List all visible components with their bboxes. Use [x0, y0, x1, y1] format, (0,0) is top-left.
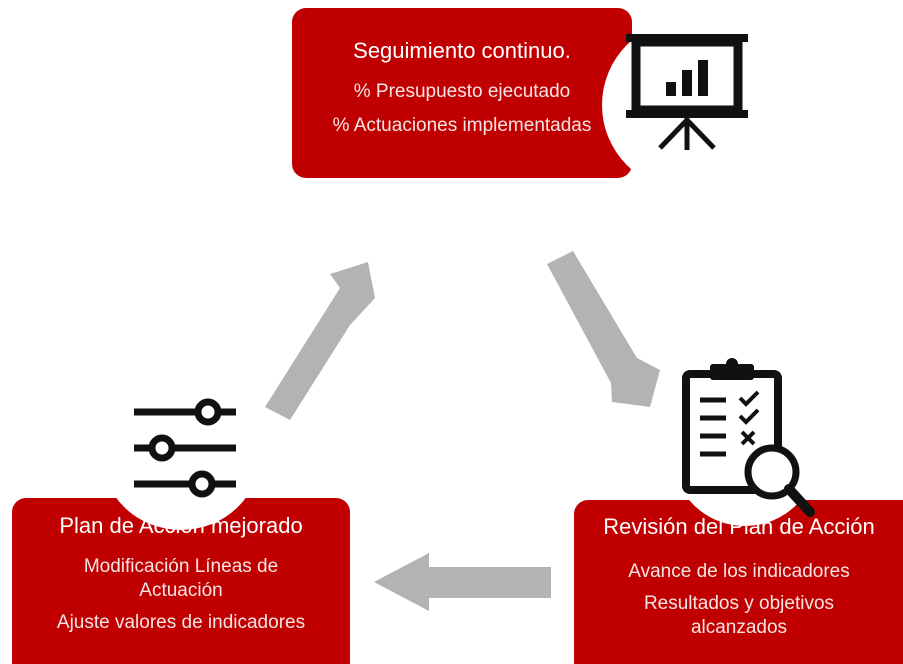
stage-line: Avance de los indicadores [628, 561, 850, 582]
sliders-icon [134, 398, 236, 498]
stage-box-monitoring: Seguimiento continuo. % Presupuesto ejec… [292, 8, 632, 178]
stage-line: % Presupuesto ejecutado [353, 81, 571, 102]
stage-line: % Actuaciones implementadas [332, 115, 592, 136]
stage-line: Ajuste valores de indicadores [56, 612, 306, 633]
stage-line: Resultados y objetivos alcanzados [643, 593, 835, 638]
stage-title-monitoring: Seguimiento continuo. [353, 38, 571, 63]
arrow-right-to-left [374, 553, 551, 611]
stage-line: Modificación Líneas de Actuación [83, 556, 279, 601]
icon-badge [602, 20, 772, 190]
arrow-top-to-right [547, 251, 660, 407]
icon-badge [102, 380, 260, 530]
checklist-magnifier-icon [682, 358, 815, 517]
arrow-left-to-top [265, 262, 375, 420]
presentation-chart-icon [626, 34, 748, 150]
